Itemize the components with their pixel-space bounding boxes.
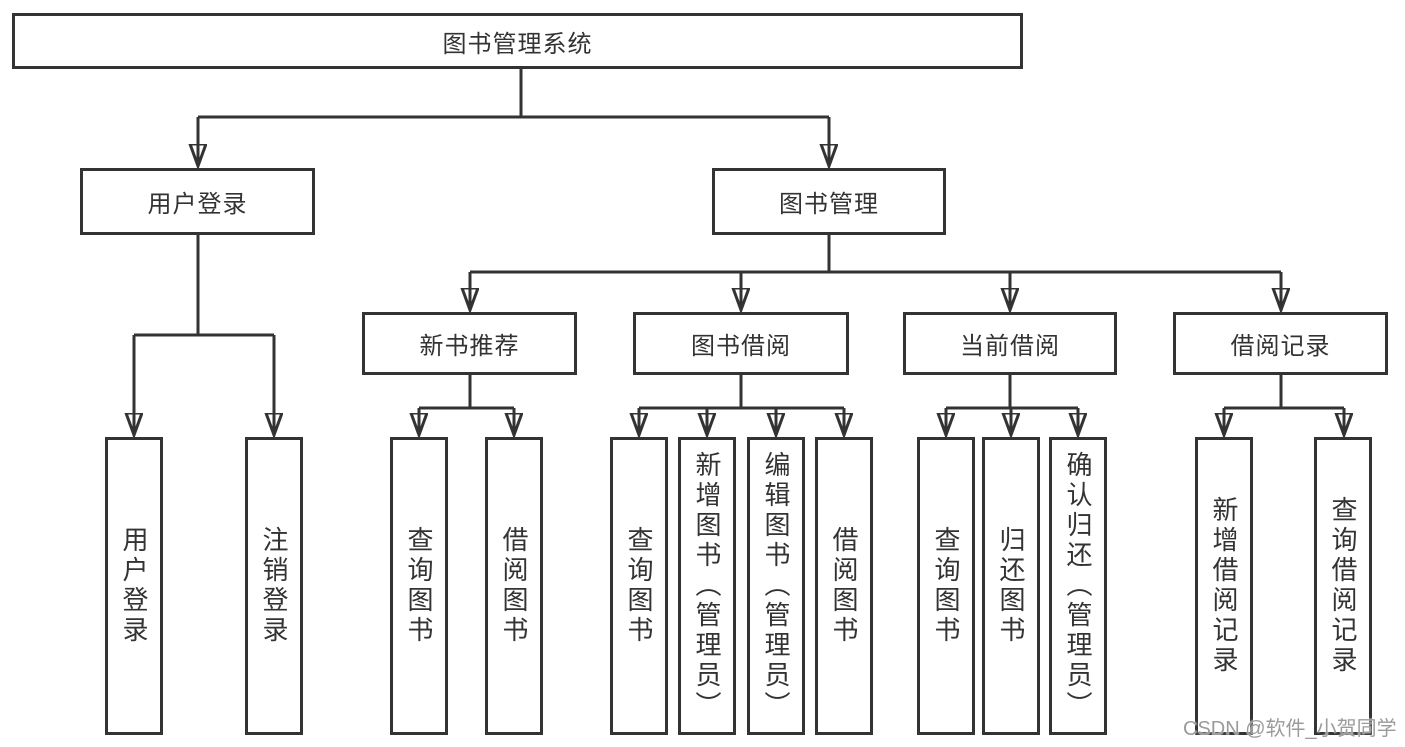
leaf-query-books-borrow-label: 查询图书	[624, 526, 654, 646]
leaf-add-borrow-record: 新增借阅记录	[1195, 437, 1253, 735]
leaf-borrow-books-rec: 借阅图书	[485, 437, 543, 735]
leaf-query-books-current: 查询图书	[917, 437, 975, 735]
leaf-user-login-label: 用户登录	[119, 526, 149, 646]
leaf-query-borrow-record: 查询借阅记录	[1314, 437, 1372, 735]
node-new-book-rec: 新书推荐	[362, 312, 577, 375]
bus-user-login	[134, 235, 274, 337]
bus-root	[198, 69, 829, 119]
leaf-confirm-return-admin-label: 确认归还（管理员）	[1063, 451, 1093, 721]
node-borrow-records: 借阅记录	[1173, 312, 1388, 375]
leaf-query-books-rec-label: 查询图书	[404, 526, 434, 646]
bus-book-mgmt	[470, 235, 1281, 274]
node-current-borrow-label: 当前借阅	[960, 333, 1060, 360]
csdn-watermark: CSDN @软件_小贺同学	[1183, 718, 1397, 740]
bus-borrow-records	[1224, 375, 1344, 410]
leaf-confirm-return-admin: 确认归还（管理员）	[1049, 437, 1107, 735]
leaf-query-books-current-label: 查询图书	[931, 526, 961, 646]
leaf-borrow-books-label: 借阅图书	[829, 526, 859, 646]
leaf-add-borrow-record-label: 新增借阅记录	[1209, 496, 1239, 676]
node-borrow-records-label: 借阅记录	[1230, 333, 1331, 360]
leaf-logout: 注销登录	[245, 437, 303, 735]
node-book-borrow: 图书借阅	[633, 312, 849, 375]
leaf-edit-books-admin-label: 编辑图书（管理员）	[761, 451, 791, 721]
leaf-query-books-borrow: 查询图书	[610, 437, 668, 735]
bus-new-book-rec	[419, 375, 514, 410]
leaf-edit-books-admin: 编辑图书（管理员）	[747, 437, 805, 735]
leaf-add-books-admin: 新增图书（管理员）	[678, 437, 736, 735]
leaf-add-books-admin-label: 新增图书（管理员）	[692, 451, 722, 721]
leaf-return-books: 归还图书	[982, 437, 1040, 735]
node-root-label: 图书管理系统	[442, 30, 593, 58]
leaf-user-login: 用户登录	[105, 437, 163, 735]
bus-current-borrow	[946, 375, 1078, 410]
leaf-query-books-rec: 查询图书	[390, 437, 448, 735]
leaf-borrow-books: 借阅图书	[815, 437, 873, 735]
node-root: 图书管理系统	[12, 13, 1023, 69]
node-user-login-label: 用户登录	[147, 191, 248, 218]
node-book-mgmt: 图书管理	[712, 168, 946, 235]
leaf-borrow-books-rec-label: 借阅图书	[499, 526, 529, 646]
bus-book-borrow	[639, 375, 844, 410]
node-new-book-rec-label: 新书推荐	[419, 333, 520, 360]
node-book-mgmt-label: 图书管理	[779, 191, 879, 218]
leaf-return-books-label: 归还图书	[996, 526, 1026, 646]
leaf-query-borrow-record-label: 查询借阅记录	[1328, 496, 1358, 676]
node-book-borrow-label: 图书借阅	[691, 333, 791, 360]
node-current-borrow: 当前借阅	[903, 312, 1117, 375]
node-user-login: 用户登录	[80, 168, 315, 235]
leaf-logout-label: 注销登录	[259, 526, 289, 646]
